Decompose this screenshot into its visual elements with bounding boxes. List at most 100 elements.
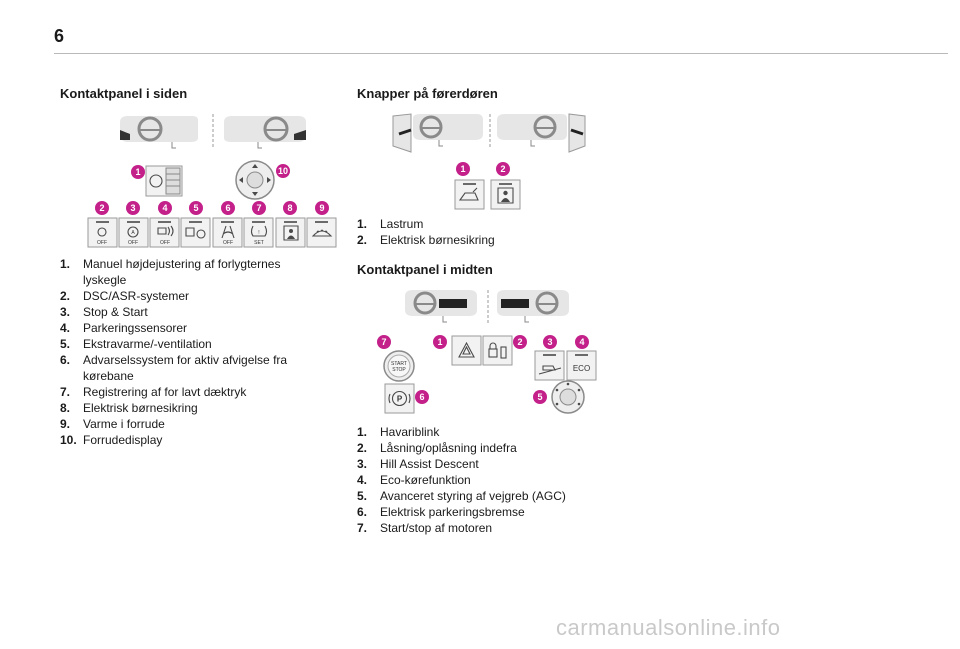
callout-6: 6 <box>415 390 429 404</box>
tyre-pressure-button: ! SET <box>243 217 274 248</box>
item-text: Manuel højdejustering af forlygternes ly… <box>83 257 281 287</box>
item-text: Eco-kørefunktion <box>380 473 471 487</box>
list-item: 7. Start/stop af motoren <box>357 520 637 536</box>
callout-1-label: 1 <box>437 337 442 347</box>
callout-2: 2 <box>95 201 109 215</box>
callout-4: 4 <box>575 335 589 349</box>
item-text: Avanceret styring af vejgreb (AGC) <box>380 489 566 503</box>
item-text: Elektrisk parkeringsbremse <box>380 505 525 519</box>
callout-1: 1 <box>433 335 447 349</box>
callout-3-label: 3 <box>547 337 552 347</box>
list-item: 6.Elektrisk parkeringsbremse <box>357 504 637 520</box>
callout-5-label: 5 <box>193 203 198 213</box>
item-text: DSC/ASR-systemer <box>83 289 190 303</box>
item-text: Start/stop af motoren <box>380 521 493 535</box>
parking-off-label: OFF <box>160 240 170 246</box>
dashboard-left-icon <box>120 116 198 149</box>
item-number: 9. <box>60 417 71 431</box>
callout-1-label: 1 <box>135 167 140 177</box>
callout-6-label: 6 <box>225 203 230 213</box>
watermark: carmanualsonline.info <box>556 615 781 640</box>
grip-control-dial <box>551 380 585 414</box>
list-item: 2. DSC/ASR-systemer <box>60 288 322 304</box>
center-dashboard-right-icon <box>497 290 569 323</box>
lane-departure-button: OFF <box>212 217 243 248</box>
list-item: 5. Avanceret styring af vejgreb (AGC) <box>357 488 637 504</box>
door-dashboard-left-icon <box>392 113 483 153</box>
start-stop-button: START STOP <box>383 350 415 382</box>
central-locking-button <box>482 335 513 366</box>
top-rule <box>54 53 948 54</box>
callout-10: 10 <box>276 164 290 178</box>
dsc-off-label: OFF <box>97 240 107 246</box>
item-number: 1. <box>60 257 71 271</box>
windscreen-heating-button <box>306 217 337 248</box>
section-heading-center-panel: Kontaktpanel i midten <box>357 262 493 277</box>
item-text: Ekstravarme/-ventilation <box>83 337 212 351</box>
eco-label: ECO <box>573 364 590 373</box>
list-item: 4.Parkeringssensorer <box>60 320 322 336</box>
callout-2: 2 <box>496 162 510 176</box>
callout-2: 2 <box>513 335 527 349</box>
callout-1-label: 1 <box>460 164 465 174</box>
center-panel-figure: 7 1 2 3 4 6 5 START STOP ECO P <box>377 290 597 414</box>
svg-text:!: ! <box>258 230 259 236</box>
list-item: 1.Havariblink <box>357 424 637 440</box>
item-number: 2. <box>60 289 71 303</box>
list-item: 2.Elektrisk børnesikring <box>357 232 617 248</box>
callout-3-label: 3 <box>130 203 135 213</box>
callout-8-label: 8 <box>287 203 292 213</box>
driver-door-list: 1.Lastrum 2.Elektrisk børnesikring <box>357 216 617 248</box>
headlamp-adjust-icon <box>145 165 183 197</box>
center-dashboard-left-icon <box>405 290 477 323</box>
list-item: 3.Hill Assist Descent <box>357 456 637 472</box>
tyre-set-label: SET <box>254 240 264 246</box>
list-item: 9.Varme i forrude <box>60 416 322 432</box>
callout-3: 3 <box>126 201 140 215</box>
callout-5-label: 5 <box>537 392 542 402</box>
callout-3: 3 <box>543 335 557 349</box>
parking-brake-button: P <box>384 383 415 414</box>
stop-label: STOP <box>392 367 406 373</box>
boot-lid-button <box>454 179 485 210</box>
hill-descent-button <box>534 350 565 381</box>
callout-4: 4 <box>158 201 172 215</box>
item-number: 7. <box>357 521 368 535</box>
list-item: 10.Forrudedisplay <box>60 432 322 448</box>
item-number: 10. <box>60 433 77 447</box>
callout-10-label: 10 <box>278 166 288 176</box>
item-number: 8. <box>60 401 71 415</box>
eco-mode-button: ECO <box>566 350 597 381</box>
list-item: 1.Lastrum <box>357 216 617 232</box>
callout-9: 9 <box>315 201 329 215</box>
door-child-lock-button <box>490 179 521 210</box>
lane-off-label: OFF <box>223 240 233 246</box>
driver-door-figure: 1 2 <box>392 113 586 210</box>
stop-start-button: A OFF <box>118 217 149 248</box>
item-number: 2. <box>357 441 368 455</box>
callout-1: 1 <box>456 162 470 176</box>
callout-7-label: 7 <box>256 203 261 213</box>
center-panel-list: 1.Havariblink 2.Låsning/oplåsning indefr… <box>357 424 637 536</box>
list-item: 5. Ekstravarme/-ventilation <box>60 336 322 352</box>
parking-sensors-button: OFF <box>149 217 180 248</box>
item-number: 3. <box>357 457 368 471</box>
page-number: 6 <box>54 26 65 46</box>
auxiliary-heating-button <box>180 217 211 248</box>
item-number: 5. <box>357 489 368 503</box>
item-number: 5. <box>60 337 71 351</box>
callout-7: 7 <box>377 335 391 349</box>
callout-2-label: 2 <box>500 164 505 174</box>
callout-4-label: 4 <box>579 337 584 347</box>
list-item: 7. Registrering af for lavt dæktryk <box>60 384 322 400</box>
callout-6: 6 <box>221 201 235 215</box>
item-text: Registrering af for lavt dæktryk <box>83 385 247 399</box>
list-item: 1. Manuel højdejustering af forlygternes … <box>60 256 322 288</box>
item-number: 7. <box>60 385 71 399</box>
list-item: 6.Advarselssystem for aktiv afvigelse fr… <box>60 352 322 384</box>
item-number: 4. <box>60 321 71 335</box>
list-item: 2.Låsning/oplåsning indefra <box>357 440 637 456</box>
child-lock-button <box>275 217 306 248</box>
item-text: Elektrisk børnesikring <box>83 401 198 415</box>
callout-2-label: 2 <box>99 203 104 213</box>
